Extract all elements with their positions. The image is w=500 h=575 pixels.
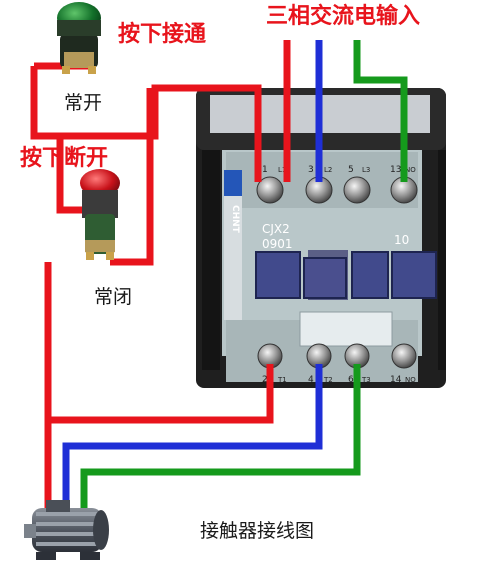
control-wire-nc: [110, 88, 154, 266]
bottom-terminal-no: NO: [405, 376, 416, 384]
motor-wire-green: [80, 364, 361, 510]
bottom-terminal-14: 14: [390, 375, 402, 385]
contact-windows: [255, 251, 437, 299]
green-push-button-normally-open: [57, 2, 101, 74]
top-terminal-l3: L3: [362, 166, 370, 174]
contactor-brand: CHNT: [230, 205, 240, 234]
bottom-terminal-4: 4: [308, 375, 314, 385]
contactor-markings: CHNT CJX2 0901 10 1 L1 3 L2 5 L3 13 NO 2…: [230, 165, 416, 385]
diagram-title: 接触器接线图: [200, 520, 315, 542]
bottom-terminal-t1: T1: [277, 376, 287, 384]
bottom-terminal-t2: T2: [323, 376, 333, 384]
top-terminal-1: 1: [262, 165, 268, 175]
motor-wire-red: [44, 364, 274, 510]
top-terminal-3: 3: [308, 165, 314, 175]
top-terminal-l2: L2: [324, 166, 332, 174]
contactor-model: CJX2: [262, 222, 290, 236]
top-terminal-l1: L1: [278, 166, 286, 174]
bottom-terminal-2: 2: [262, 375, 268, 385]
input-wire-green: [353, 40, 408, 182]
top-terminal-no: NO: [405, 166, 416, 174]
bottom-terminal-t3: T3: [361, 376, 371, 384]
top-terminal-5: 5: [348, 165, 354, 175]
control-wire-top: [30, 66, 262, 182]
bottom-terminal-screws: [257, 343, 417, 369]
label-three-phase-input: 三相交流电输入: [266, 4, 421, 29]
wires: [30, 40, 408, 510]
label-normally-open: 常开: [64, 92, 103, 114]
contactor-code: 0901: [262, 237, 293, 251]
top-terminal-screws: [256, 176, 418, 204]
bottom-terminal-6: 6: [348, 375, 354, 385]
red-push-button-normally-closed: [80, 169, 120, 260]
label-press-off: 按下断开: [20, 146, 109, 171]
top-terminal-13: 13: [390, 165, 401, 175]
motor-wire-blue: [62, 364, 323, 510]
three-phase-motor: [24, 500, 109, 560]
contactor-rating: 10: [394, 233, 409, 247]
label-press-on: 按下接通: [118, 22, 207, 47]
label-normally-closed: 常闭: [94, 286, 133, 308]
